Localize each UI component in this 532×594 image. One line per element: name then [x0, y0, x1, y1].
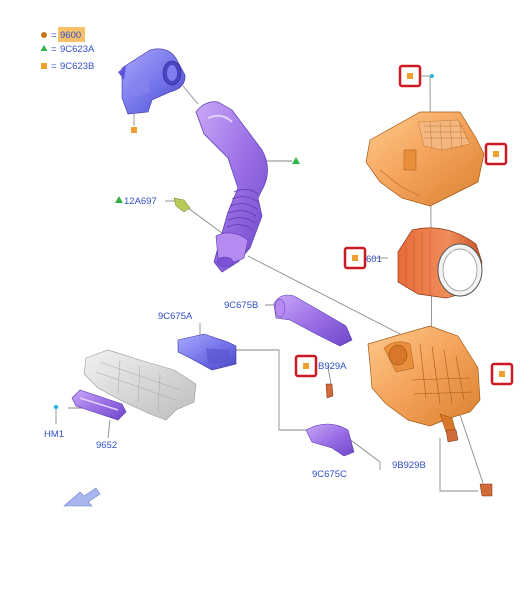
square-marker-icon [131, 114, 137, 133]
legend: = 9600 = 9C623A = 9C623B [40, 27, 95, 72]
red-box-markers [294, 64, 514, 386]
circle-marker-icon [41, 32, 47, 38]
part-9652[interactable]: 9652 [71, 389, 127, 451]
air-intake-tube[interactable] [195, 101, 268, 273]
part-label: 9C675C [312, 469, 347, 480]
square-marker-icon [41, 63, 47, 69]
part-label: HM1 [44, 429, 64, 440]
square-marker-icon [343, 246, 367, 270]
bolt [325, 383, 334, 399]
legend-highlight [58, 27, 85, 42]
square-marker-icon [294, 354, 318, 378]
square-marker-icon [398, 64, 434, 88]
duct-9c675c [305, 423, 355, 457]
legend-item-9c623a: = 9C623A [40, 44, 95, 55]
duct-9c675b [273, 294, 353, 347]
grommet [479, 483, 493, 497]
square-marker-icon [484, 142, 508, 166]
part-12a697[interactable]: 12A697 [115, 196, 191, 213]
inlet-resonator[interactable] [118, 48, 186, 115]
part-label: 9C675A [158, 311, 193, 322]
part-label: 12A697 [124, 196, 157, 207]
air-filter-element[interactable] [397, 227, 483, 299]
legend-item-9600: = 9600 [41, 27, 85, 42]
cover-grid [417, 119, 471, 151]
svg-text:=: = [51, 30, 57, 41]
part-9b929b[interactable]: 9B929B [392, 429, 493, 497]
duct-9652 [71, 389, 127, 421]
svg-text:=: = [51, 61, 57, 72]
part-hm1[interactable]: HM1 [44, 404, 64, 440]
square-marker-icon [490, 362, 514, 386]
part-9c675b[interactable]: 9C675B [224, 294, 353, 347]
part-label: 9652 [96, 440, 117, 451]
air-box-lower[interactable] [367, 325, 481, 433]
legend-label: 9C623A [60, 44, 95, 55]
part-9c675c[interactable]: 9C675C [305, 423, 355, 480]
air-box-cover[interactable] [365, 111, 485, 207]
gray-bracket[interactable] [83, 349, 197, 421]
triangle-marker-icon [40, 45, 48, 51]
part-label: 9C675B [224, 300, 258, 311]
legend-label: 9600 [60, 30, 81, 41]
part-9b929a[interactable]: B929A [318, 361, 347, 399]
grommet [445, 429, 459, 443]
bellows [226, 189, 259, 231]
part-label: B929A [318, 361, 347, 372]
svg-text:=: = [51, 44, 57, 55]
legend-label: 9C623B [60, 61, 94, 72]
sensor-plug [173, 197, 191, 213]
part-9c675a[interactable]: 9C675A [158, 311, 237, 371]
triangle-marker-icon [115, 196, 123, 203]
view-arrow-icon [63, 487, 101, 507]
legend-item-9c623b: = 9C623B [41, 61, 94, 72]
triangle-marker-icon [292, 157, 300, 164]
part-label: 9B929B [392, 460, 426, 471]
part-label-601: 601 [366, 254, 382, 265]
clip-icon [53, 404, 59, 410]
